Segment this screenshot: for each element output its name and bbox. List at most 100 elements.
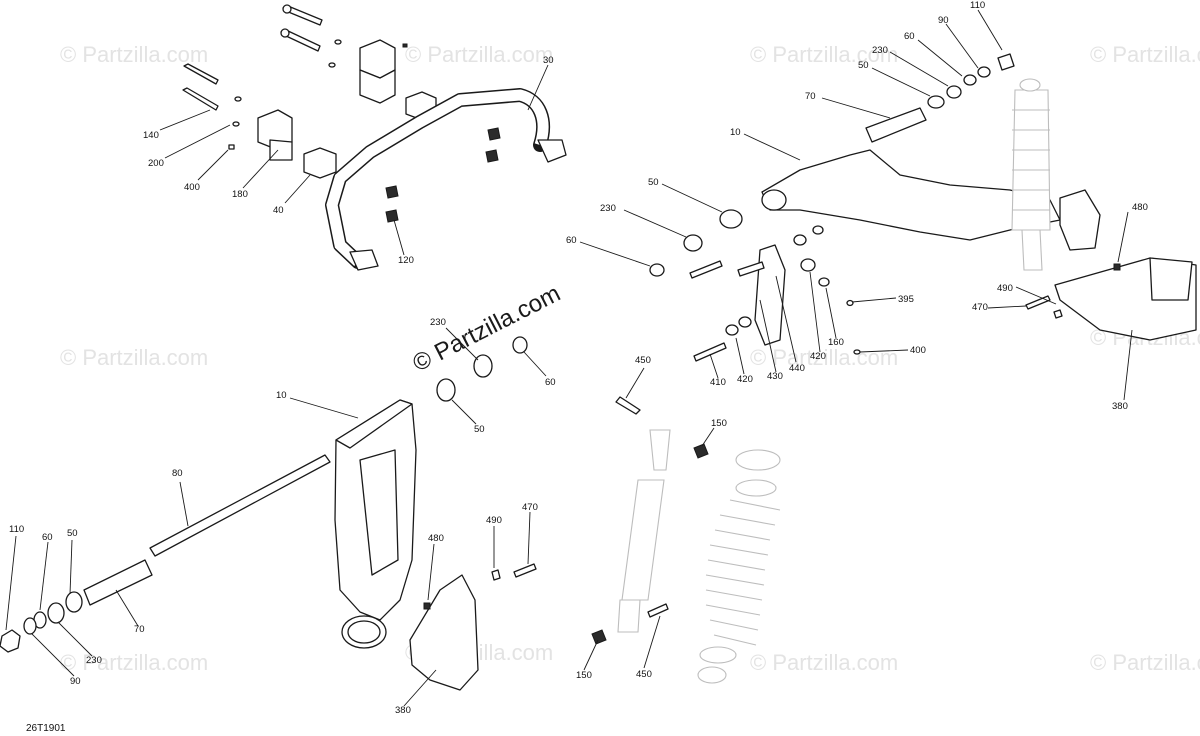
callout-90: 90 (938, 15, 949, 26)
nut-icon (591, 629, 607, 645)
bolt-icon (183, 63, 219, 85)
leader-line (69, 539, 73, 595)
leader-line (743, 133, 801, 161)
nut-icon (485, 149, 499, 163)
callout-230: 230 (430, 317, 446, 328)
callout-50: 50 (67, 528, 78, 539)
bolt-head-icon (280, 28, 290, 38)
callout-410: 410 (710, 377, 726, 388)
callout-110: 110 (9, 524, 24, 535)
leader-line (775, 275, 797, 363)
shock-group (591, 396, 781, 684)
watermark: © Partzilla.com (750, 650, 898, 675)
leader-line (735, 337, 745, 375)
pin-icon (1053, 309, 1063, 319)
shock-top-mount-icon (1019, 78, 1041, 92)
callout-160: 160 (828, 337, 844, 348)
callout-450: 450 (636, 669, 652, 680)
leader-line (945, 23, 979, 69)
callout-50: 50 (474, 424, 485, 435)
pin-icon (491, 569, 501, 581)
bolt-icon (693, 342, 727, 362)
trailing-arm-top (335, 399, 413, 449)
clamp-bracket-icon (269, 139, 293, 161)
bushing-icon (800, 258, 816, 272)
callout-200: 200 (148, 158, 164, 169)
leader-line (427, 543, 435, 601)
washer-icon (234, 96, 242, 102)
nut-icon (402, 43, 408, 48)
washer-icon (23, 617, 37, 635)
leader-line (917, 39, 963, 77)
callout-70: 70 (134, 624, 145, 635)
callout-10: 10 (730, 127, 741, 138)
spring-seat-icon (735, 479, 777, 497)
bolt-icon (182, 87, 219, 111)
stabilizer-bar-group (182, 4, 567, 271)
leader-line (709, 353, 719, 379)
leader-line (871, 67, 931, 97)
watermark: © Partzilla.com (750, 42, 898, 67)
callout-450: 450 (635, 355, 651, 366)
washer-icon (649, 263, 665, 277)
leader-line (759, 299, 777, 373)
watermark: © Partzilla.com (1090, 650, 1200, 675)
spring-coils (1012, 109, 1050, 211)
washer-icon (963, 74, 977, 86)
leader-line (583, 639, 599, 671)
callout-420: 420 (810, 351, 826, 362)
nut-icon (997, 53, 1015, 71)
callout-380: 380 (1112, 401, 1128, 412)
bolt-icon (615, 396, 641, 415)
washer-icon (334, 39, 342, 45)
nut-icon (423, 602, 431, 610)
bar-end-link-icon (537, 139, 567, 163)
callout-80: 80 (172, 468, 183, 479)
callout-60: 60 (566, 235, 577, 246)
leader-line (527, 64, 549, 111)
callout-10: 10 (276, 390, 287, 401)
leader-line (1123, 329, 1133, 401)
nut-icon (228, 144, 235, 150)
leader-line (115, 589, 139, 627)
callout-230: 230 (872, 45, 888, 56)
nut-icon (487, 127, 501, 141)
bolt-icon (689, 260, 723, 279)
clamp-bracket-icon (359, 69, 396, 104)
nut-icon (385, 185, 399, 199)
knuckle-icon (1059, 189, 1101, 251)
leader-line (403, 669, 437, 707)
bushing-icon (738, 316, 752, 328)
leader-line (889, 51, 949, 87)
bolt-icon (737, 261, 765, 277)
shock-body-icon (621, 479, 665, 601)
nut-icon (385, 209, 399, 223)
leader-line (179, 481, 189, 527)
callout-70: 70 (805, 91, 816, 102)
pivot-shaft-icon (149, 454, 331, 557)
leader-line (527, 511, 531, 565)
callout-180: 180 (232, 189, 248, 200)
callout-150: 150 (576, 670, 592, 681)
leader-line (821, 97, 891, 119)
callout-230: 230 (600, 203, 616, 214)
leader-line (159, 109, 211, 131)
grease-fitting-icon (853, 349, 861, 355)
seal-icon (47, 602, 65, 624)
washer-icon (977, 66, 991, 78)
leader-line (623, 209, 687, 238)
screw-icon (513, 563, 537, 578)
spring-seat-icon (697, 666, 727, 684)
bushing-icon (303, 147, 337, 179)
drawing-reference: 26T1901 (26, 723, 66, 734)
leader-line (825, 287, 837, 339)
screw-icon (1025, 295, 1051, 310)
callout-140: 140 (143, 130, 159, 141)
watermark: © Partzilla.com (60, 345, 208, 370)
leader-line (39, 541, 49, 611)
leader-line (851, 297, 897, 303)
spring-seat-icon (699, 646, 737, 664)
washer-icon (328, 62, 336, 68)
leader-line (284, 174, 311, 204)
